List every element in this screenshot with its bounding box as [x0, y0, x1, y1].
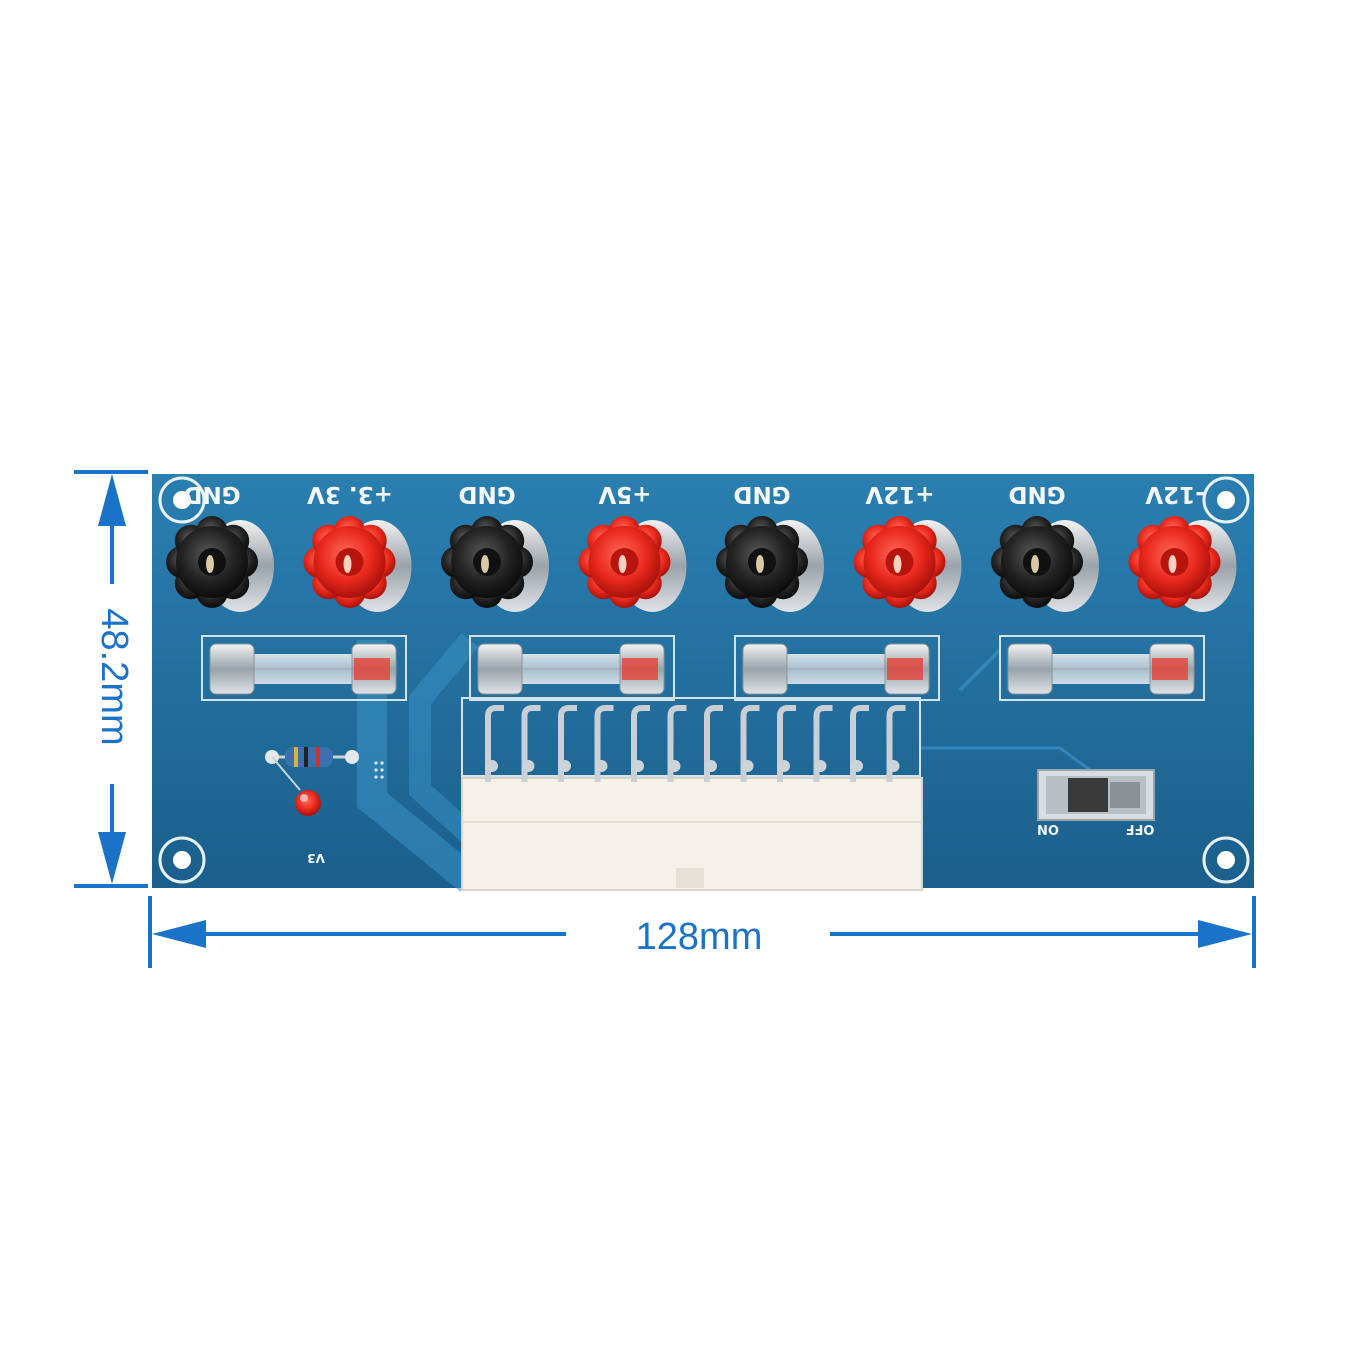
- red-binding-post-icon[interactable]: [303, 516, 412, 612]
- terminal-label: GND: [1008, 481, 1066, 507]
- terminal-label: +12V: [864, 481, 935, 507]
- connector-pin-icon: [777, 705, 796, 782]
- terminal-label: +5V: [597, 481, 652, 507]
- terminal-label: -12V: [1144, 481, 1205, 507]
- red-binding-post-icon[interactable]: [578, 516, 687, 612]
- atx-connector: [461, 697, 923, 891]
- terminal-label: GND: [458, 481, 516, 507]
- height-dimension: [74, 470, 148, 888]
- led-icon: [295, 790, 321, 816]
- resistor-icon: [265, 747, 359, 791]
- connector-pin-icon: [667, 705, 687, 782]
- black-binding-post-icon[interactable]: [166, 516, 274, 612]
- mounting-hole-icon: [158, 836, 206, 884]
- connector-pin-icon: [813, 705, 833, 782]
- connector-pin-icon: [740, 705, 760, 782]
- via-dots: [374, 761, 384, 779]
- fuse-icon: [734, 635, 940, 701]
- connector-pin-icon: [631, 705, 650, 782]
- red-binding-post-icon[interactable]: [853, 516, 962, 612]
- connector-pin-icon: [704, 705, 723, 782]
- connector-pin-icon: [594, 705, 614, 782]
- terminal-label: GND: [183, 481, 241, 507]
- connector-pin-icon: [886, 705, 906, 782]
- binding-posts: [166, 516, 1237, 612]
- fuses: [201, 635, 1205, 701]
- switch-on-label: ON: [1037, 821, 1059, 836]
- fuse-icon: [469, 635, 675, 701]
- power-switch[interactable]: [1037, 769, 1155, 821]
- black-binding-post-icon[interactable]: [716, 516, 824, 612]
- terminal-label: GND: [733, 481, 791, 507]
- connector-pin-icon: [850, 705, 869, 782]
- fuse-icon: [999, 635, 1205, 701]
- fuse-icon: [201, 635, 407, 701]
- connector-pin-icon: [485, 705, 504, 782]
- black-binding-post-icon[interactable]: [441, 516, 549, 612]
- black-binding-post-icon[interactable]: [991, 516, 1099, 612]
- red-binding-post-icon[interactable]: [1128, 516, 1237, 612]
- connector-pin-icon: [558, 705, 577, 782]
- width-dimension: [148, 896, 1256, 968]
- connector-pin-icon: [521, 705, 541, 782]
- width-dimension-label: 128mm: [568, 918, 830, 956]
- switch-off-label: OFF: [1125, 821, 1155, 836]
- mounting-hole-icon: [1202, 476, 1250, 524]
- mounting-hole-icon: [158, 476, 206, 524]
- height-dimension-label: 48.2mm: [93, 608, 135, 746]
- terminal-label: +3. 3V: [306, 481, 393, 507]
- version-label: V3: [307, 851, 325, 865]
- mounting-hole-icon: [1202, 836, 1250, 884]
